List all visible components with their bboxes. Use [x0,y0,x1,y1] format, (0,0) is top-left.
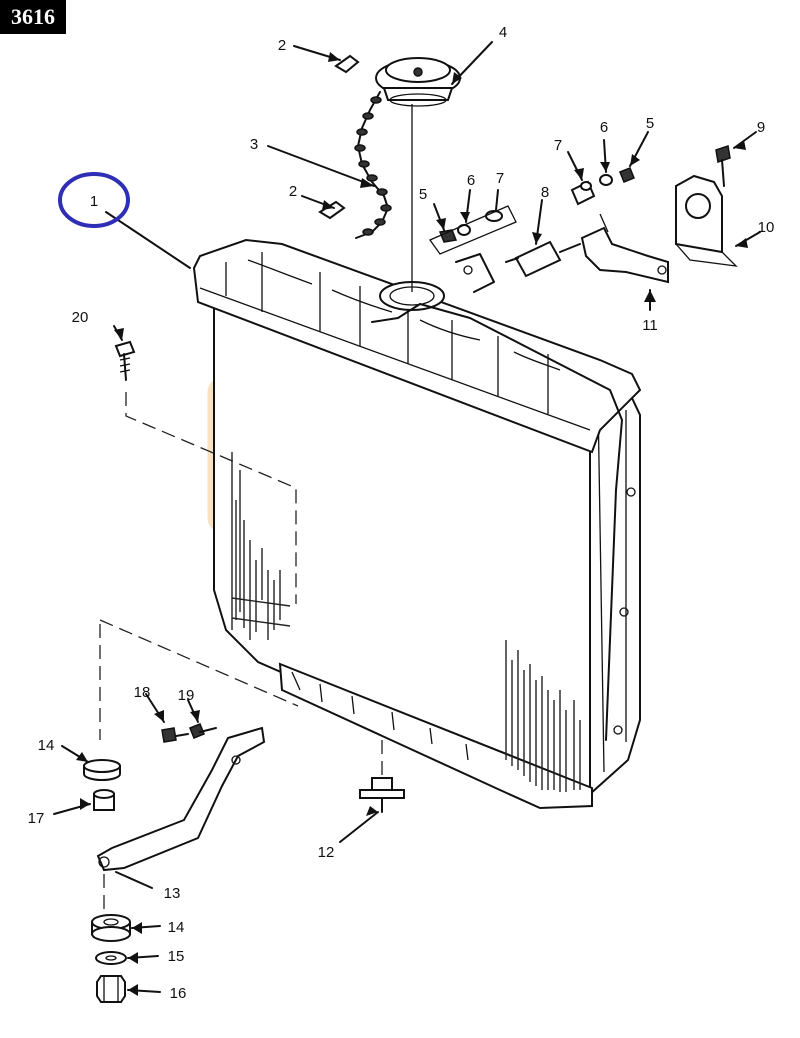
callout-20: 20 [72,309,89,326]
highlight-circle [58,172,130,228]
callout-1: 1 [90,193,98,210]
callout-13: 13 [164,885,181,902]
screw-part-19 [189,723,217,739]
callout-12: 12 [318,844,335,861]
callout-14-upper: 14 [38,737,55,754]
callout-8: 8 [541,184,549,201]
assembly-line-screw [125,392,297,604]
figure-number-badge: 3616 [0,0,66,34]
callout-4: 4 [499,24,507,41]
callout-5-left: 5 [419,186,427,203]
leader-arrowheads [76,52,748,996]
callout-9: 9 [757,119,765,136]
callout-10: 10 [758,219,775,236]
spacer-part-17 [93,789,115,811]
radiator-cap [375,57,461,292]
callout-2-mid: 2 [289,183,297,200]
nut-washer-group-right [570,167,635,206]
hose-connector-part-8 [455,240,581,293]
nut-washer-group-left [429,205,517,255]
drain-cock-part-12 [359,777,405,813]
nut-part-16 [96,975,126,1003]
bolt-part-9 [715,145,731,187]
callout-18: 18 [134,684,151,701]
callout-16: 16 [170,985,187,1002]
assembly-line-lower [99,619,299,740]
radiator-body [192,238,642,810]
callout-14-lower: 14 [168,919,185,936]
insulator-part-14-upper [83,759,121,781]
callout-labels: 1 2 2 3 4 5 6 7 8 7 6 5 9 10 11 20 18 19… [28,24,775,1002]
clip-part-2 [318,54,360,220]
callout-11: 11 [642,317,658,334]
insulator-part-14-lower [91,914,131,942]
retainer-chain [354,91,392,239]
screw-part-18 [161,727,189,743]
support-rod-part-13 [96,726,266,916]
callout-7-left: 7 [496,170,504,187]
callout-15: 15 [168,948,185,965]
callout-17: 17 [28,810,45,827]
callout-3: 3 [250,136,258,153]
screw-part-20 [114,340,136,381]
washer-part-15 [95,951,127,965]
callout-5-right: 5 [646,115,654,132]
callout-19: 19 [178,687,195,704]
callout-6-right: 6 [600,119,608,136]
callout-7-right: 7 [554,137,562,154]
callout-2-top: 2 [278,37,286,54]
bracket-part-11 [580,213,669,284]
callout-6-left: 6 [467,172,475,189]
mount-bracket-part-10 [675,174,738,267]
